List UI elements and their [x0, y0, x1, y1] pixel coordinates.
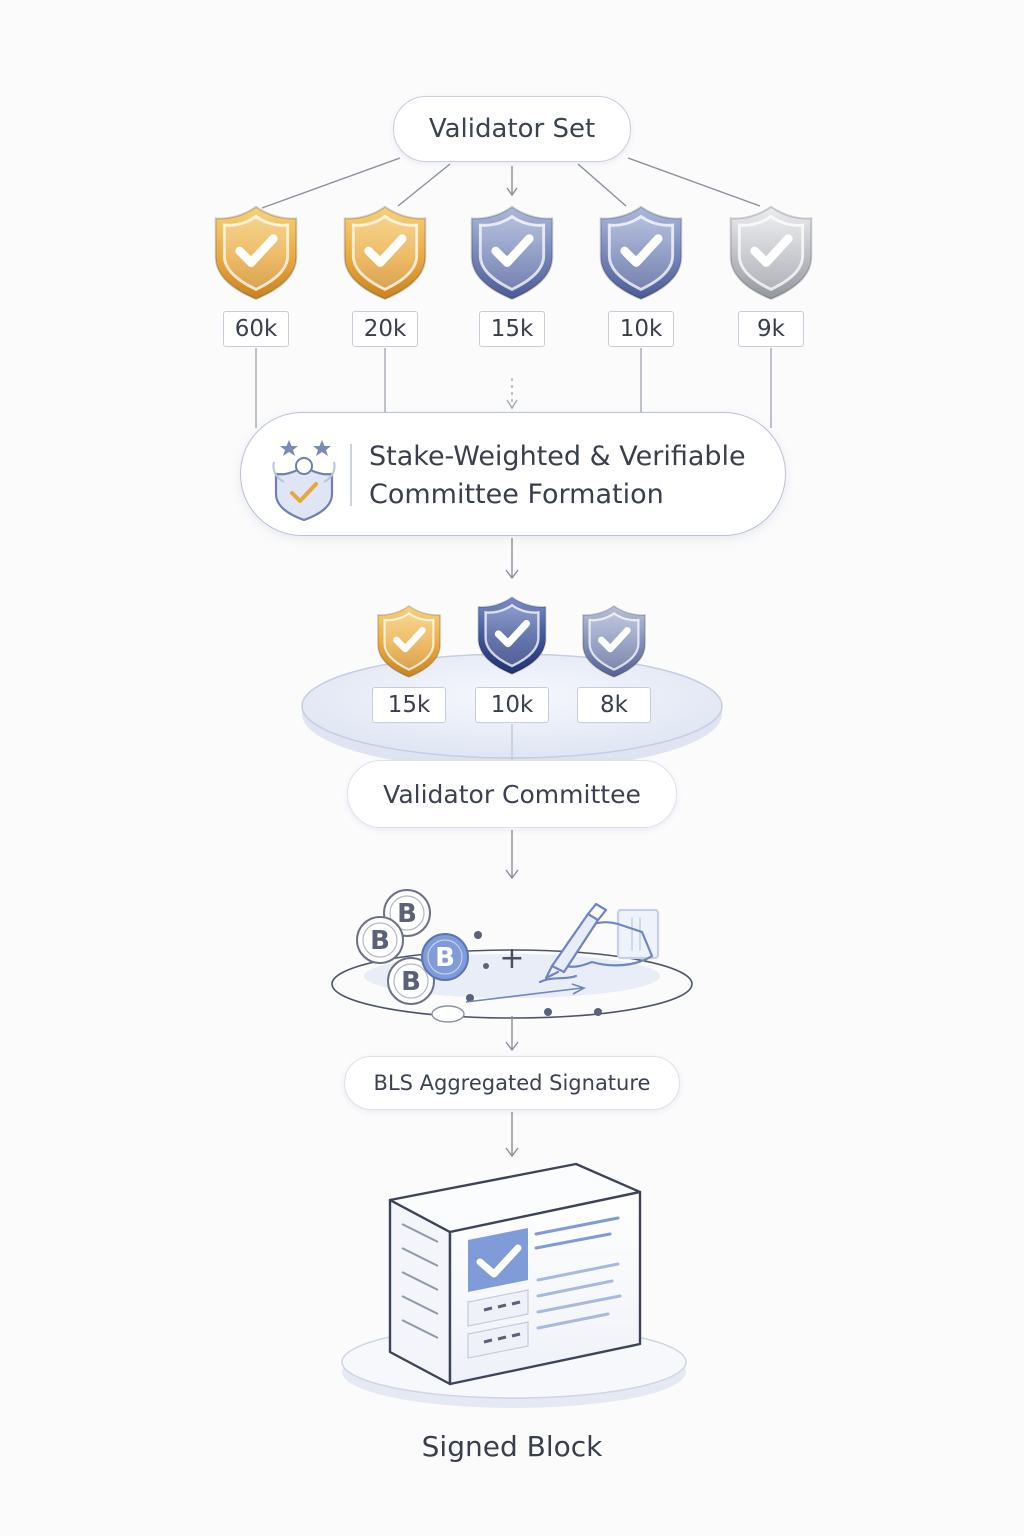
coin-icon: B	[357, 917, 403, 963]
formation-label: Stake-Weighted & Verifiable Committee Fo…	[369, 438, 779, 514]
formation-divider	[350, 444, 352, 506]
plus-icon: +	[499, 941, 524, 976]
validator-stake-box: 9k	[738, 311, 804, 347]
formation-to-committee-arrow	[506, 538, 518, 578]
formation-line-1: Stake-Weighted & Verifiable	[369, 438, 779, 476]
validator-stake-box: 15k	[479, 311, 545, 347]
shield-check-icon	[208, 199, 304, 303]
svg-text:B: B	[401, 967, 421, 997]
committee-to-signature-arrow	[506, 830, 518, 878]
validator-stake-box: 60k	[223, 311, 289, 347]
validator-stake-box: 20k	[352, 311, 418, 347]
shield-check-icon	[472, 590, 552, 678]
svg-text:B: B	[370, 926, 390, 956]
shield-check-icon	[723, 199, 819, 303]
svg-text:B: B	[397, 899, 417, 929]
bls-signature-label: BLS Aggregated Signature	[374, 1071, 651, 1095]
signature-scene: B B B B +	[332, 890, 692, 1022]
stake-value: 15k	[491, 316, 534, 342]
bls-signature-node: BLS Aggregated Signature	[344, 1056, 680, 1110]
orbit-node	[432, 1006, 464, 1022]
validator-set-node: Validator Set	[393, 96, 631, 162]
stake-value: 20k	[364, 316, 407, 342]
validator-stake-box: 10k	[608, 311, 674, 347]
committee-stake-box: 10k	[475, 687, 549, 723]
stake-value: 10k	[491, 692, 534, 718]
committee-stake-box: 8k	[577, 687, 651, 723]
svg-text:B: B	[435, 943, 455, 973]
validator-set-title: Validator Set	[429, 114, 595, 144]
stake-value: 15k	[388, 692, 431, 718]
shield-check-icon	[337, 199, 433, 303]
shield-check-icon	[372, 599, 446, 681]
coin-icon: B	[422, 934, 468, 980]
stake-value: 9k	[757, 316, 785, 342]
shield-check-icon	[577, 599, 651, 681]
stake-value: 60k	[235, 316, 278, 342]
stake-value: 8k	[600, 692, 628, 718]
validator-committee-label: Validator Committee	[383, 780, 641, 809]
stake-value: 10k	[620, 316, 663, 342]
shield-check-icon	[593, 199, 689, 303]
formation-line-2: Committee Formation	[369, 476, 779, 514]
signed-block-label: Signed Block	[312, 1430, 712, 1463]
block-document-icon	[342, 1164, 686, 1408]
validator-committee-node: Validator Committee	[347, 760, 677, 828]
shield-check-icon	[464, 199, 560, 303]
committee-stake-box: 15k	[372, 687, 446, 723]
